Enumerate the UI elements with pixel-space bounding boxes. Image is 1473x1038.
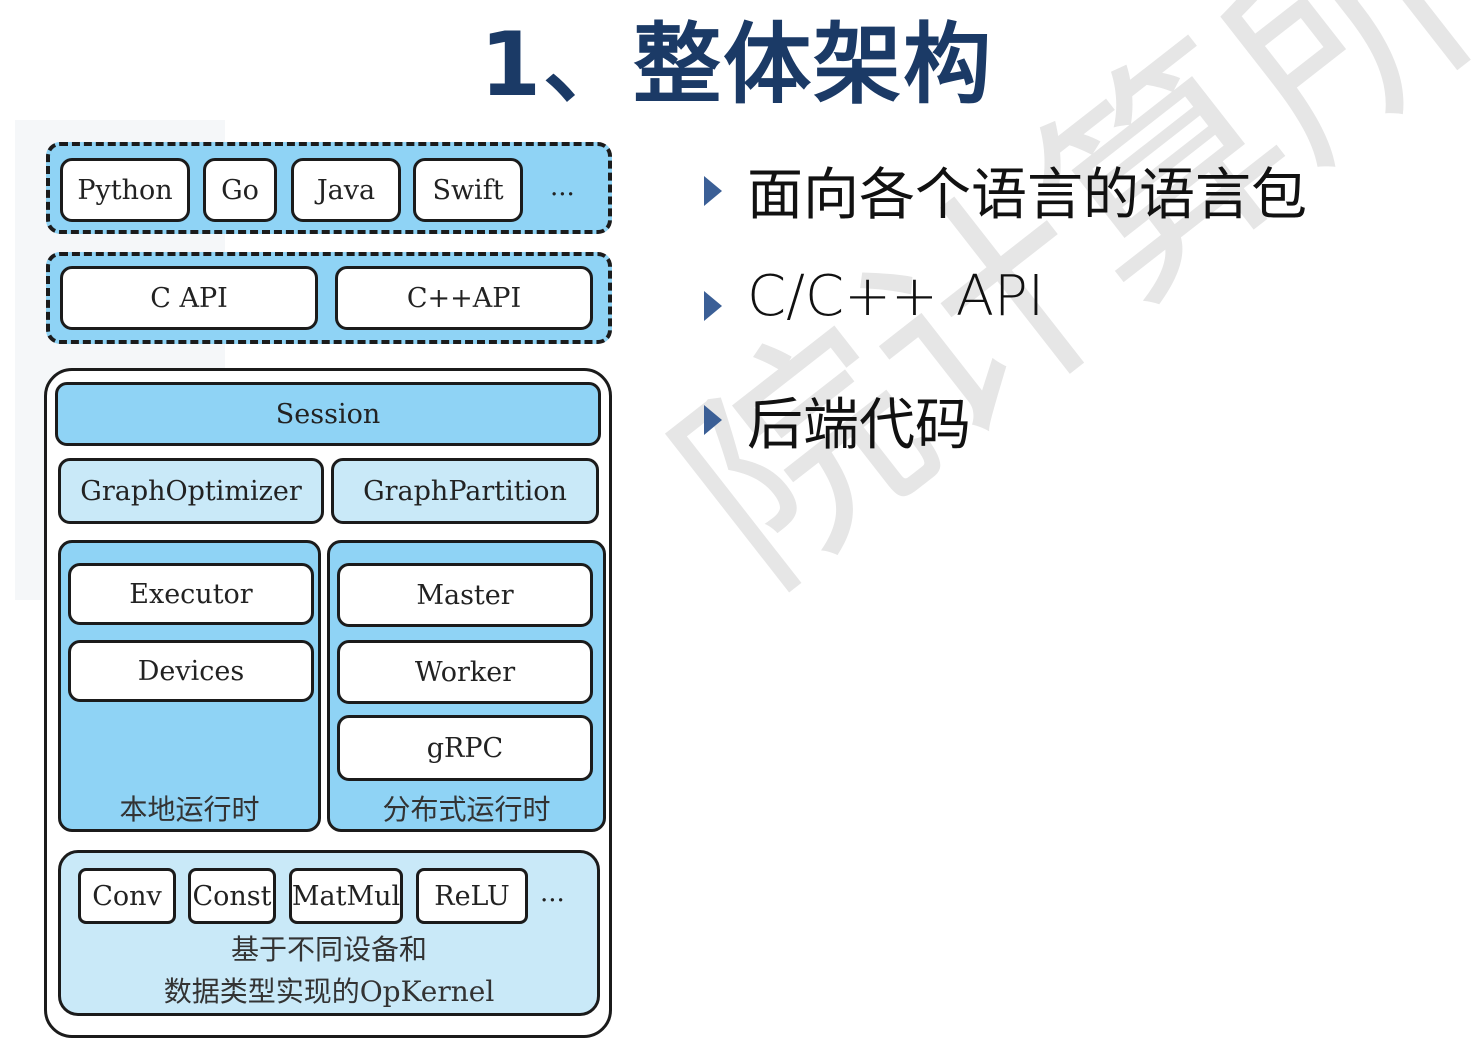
session-box: Session <box>55 382 601 446</box>
bullet-item-3: 后端代码 <box>747 393 971 458</box>
lang-python-box: Python <box>60 158 190 222</box>
devices-box: Devices <box>68 640 314 702</box>
cpp-api-box: C++API <box>335 266 593 330</box>
languages-more: ... <box>550 172 575 202</box>
distributed-runtime-label: 分布式运行时 <box>382 793 551 826</box>
kernel-relu-box: ReLU <box>416 868 528 924</box>
bullet-arrow-icon <box>704 291 722 321</box>
c-api-box: C API <box>60 266 318 330</box>
kernel-label-line1: 基于不同设备和 <box>230 933 427 966</box>
kernel-conv-box: Conv <box>78 868 176 924</box>
kernel-label-line2: 数据类型实现的OpKernel <box>163 975 495 1008</box>
graph-partition-box: GraphPartition <box>331 458 599 524</box>
worker-box: Worker <box>337 640 593 704</box>
bullet-arrow-icon <box>704 405 722 435</box>
grpc-box: gRPC <box>337 715 593 781</box>
graph-optimizer-box: GraphOptimizer <box>58 458 324 524</box>
page-title: 1、整体架构 <box>479 13 994 116</box>
bullet-item-2: C/C++ API <box>747 264 1045 329</box>
lang-swift-box: Swift <box>413 158 523 222</box>
lang-java-box: Java <box>291 158 401 222</box>
local-runtime-label: 本地运行时 <box>119 793 260 826</box>
bullet-arrow-icon <box>704 176 722 206</box>
bullet-item-1: 面向各个语言的语言包 <box>747 163 1307 228</box>
master-box: Master <box>337 563 593 627</box>
kernel-const-box: Const <box>188 868 276 924</box>
lang-go-box: Go <box>203 158 277 222</box>
executor-box: Executor <box>68 563 314 625</box>
kernels-more: ... <box>540 878 565 908</box>
kernel-matmul-box: MatMul <box>289 868 403 924</box>
